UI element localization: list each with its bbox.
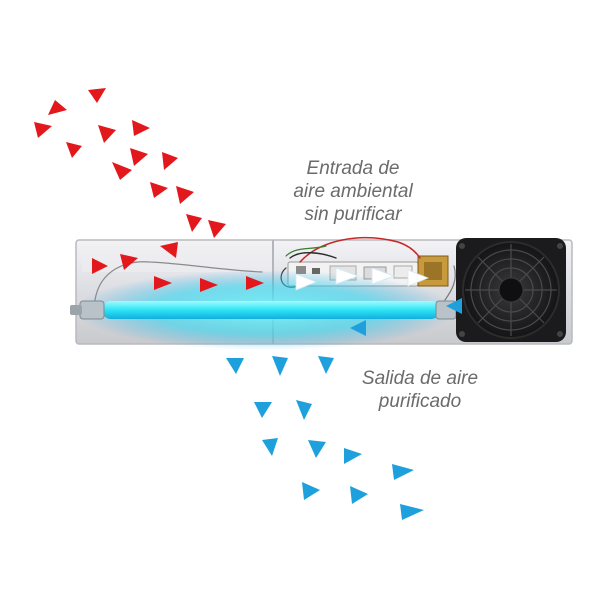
arrow-icon	[150, 182, 168, 198]
housing-highlight	[82, 246, 272, 272]
arrow-icon	[262, 438, 278, 456]
fan-screw	[557, 331, 563, 337]
arrow-icon	[154, 276, 172, 290]
fan-icon	[456, 238, 566, 342]
arrow-icon	[246, 276, 264, 290]
arrow-icon	[88, 88, 106, 103]
arrow-icon	[176, 186, 194, 204]
arrow-icon	[302, 482, 320, 500]
fan-screw	[557, 243, 563, 249]
fan-screw	[459, 331, 465, 337]
arrow-icon	[132, 120, 150, 136]
arrow-icon	[446, 298, 462, 314]
arrow-icon	[392, 464, 414, 480]
arrow-icon	[295, 273, 318, 291]
arrow-icon	[92, 258, 108, 274]
intake-caption-line: sin purificar	[304, 204, 402, 225]
arrow-icon	[407, 269, 430, 287]
intake-caption-line: Entrada de	[306, 158, 400, 179]
arrow-icon	[208, 220, 226, 238]
arrow-icon	[200, 278, 218, 292]
arrow-icon	[186, 214, 202, 232]
fan-screw	[459, 243, 465, 249]
lamp-socket-left	[79, 300, 105, 320]
arrow-icon	[48, 100, 67, 115]
output-caption: Salida de aire purificado	[350, 367, 490, 413]
purified-air-arrows	[226, 298, 462, 520]
arrow-icon	[112, 162, 132, 180]
arrow-icon	[98, 125, 116, 143]
uv-tube	[102, 301, 440, 319]
arrow-icon	[34, 122, 52, 138]
arrow-icon	[350, 320, 366, 336]
arrow-icon	[66, 142, 82, 158]
wiring	[94, 237, 456, 301]
arrow-icon	[350, 486, 368, 504]
arrow-icon	[226, 358, 244, 374]
arrow-icon	[272, 356, 288, 376]
arrow-icon	[335, 267, 360, 285]
arrow-icon	[120, 254, 138, 270]
internal-flow-arrows	[295, 267, 430, 291]
arrow-icon	[308, 440, 326, 458]
arrow-icon	[318, 356, 334, 374]
intake-caption-line: aire ambiental	[293, 181, 413, 202]
arrow-icon	[371, 267, 396, 285]
intake-caption: Entrada de aire ambiental sin purificar	[268, 157, 438, 226]
arrow-icon	[160, 242, 178, 258]
fan-hub	[498, 277, 524, 303]
arrow-icon	[130, 148, 148, 166]
arrow-icon	[400, 504, 424, 520]
output-caption-line: purificado	[378, 391, 462, 412]
output-caption-line: Salida de aire	[361, 368, 479, 389]
arrow-icon	[344, 448, 362, 464]
arrow-icon	[296, 400, 312, 420]
arrow-icon	[254, 402, 272, 418]
unpurified-air-arrows	[34, 88, 264, 292]
arrow-icon	[162, 152, 178, 170]
lamp-pin-left	[70, 305, 82, 315]
